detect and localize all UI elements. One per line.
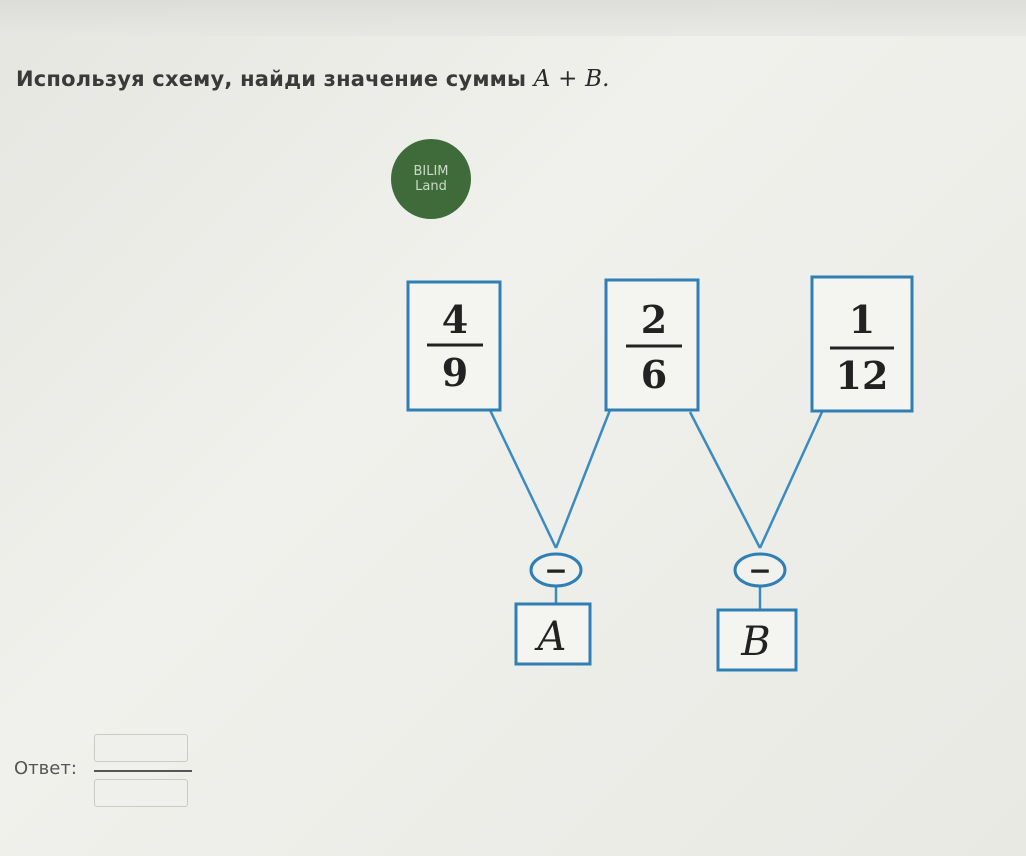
answer-numerator-input[interactable] (94, 734, 188, 762)
fraction-3-numerator: 1 (849, 297, 875, 342)
fraction-box-2: 2 6 (604, 278, 700, 412)
answer-fraction-bar (94, 770, 192, 772)
connector-line (758, 411, 824, 549)
question-prompt: Используя схему, найди значение суммы (16, 67, 527, 91)
question-expression: A + B. (533, 66, 610, 92)
fraction-box-3: 1 12 (810, 275, 914, 413)
logo-line-2: Land (415, 179, 447, 194)
fraction-2-numerator: 2 (641, 297, 667, 342)
result-box-b: B (716, 608, 798, 672)
minus-operator-1: − (529, 552, 583, 588)
minus-operator-2: − (733, 552, 787, 588)
answer-label: Ответ: (14, 758, 77, 779)
bilimland-logo: BILIM Land (391, 139, 471, 219)
fraction-2-denominator: 6 (641, 352, 667, 397)
result-b-label: B (740, 619, 770, 665)
logo-line-1: BILIM (413, 164, 449, 179)
fraction-box-1: 4 9 (406, 280, 502, 412)
answer-denominator-input[interactable] (94, 779, 188, 807)
connector-line (554, 409, 612, 549)
fraction-1-denominator: 9 (442, 350, 468, 395)
connector-line (688, 411, 762, 549)
fraction-3-denominator: 12 (836, 353, 889, 398)
minus-symbol-1: − (544, 554, 567, 587)
question-text: Используя схему, найди значение суммы A … (16, 66, 610, 92)
result-box-a: A (514, 602, 592, 666)
connector-line (488, 409, 558, 549)
top-strip (0, 0, 1026, 36)
minus-symbol-2: − (748, 554, 771, 587)
result-a-label: A (534, 614, 567, 660)
fraction-1-numerator: 4 (442, 297, 468, 342)
